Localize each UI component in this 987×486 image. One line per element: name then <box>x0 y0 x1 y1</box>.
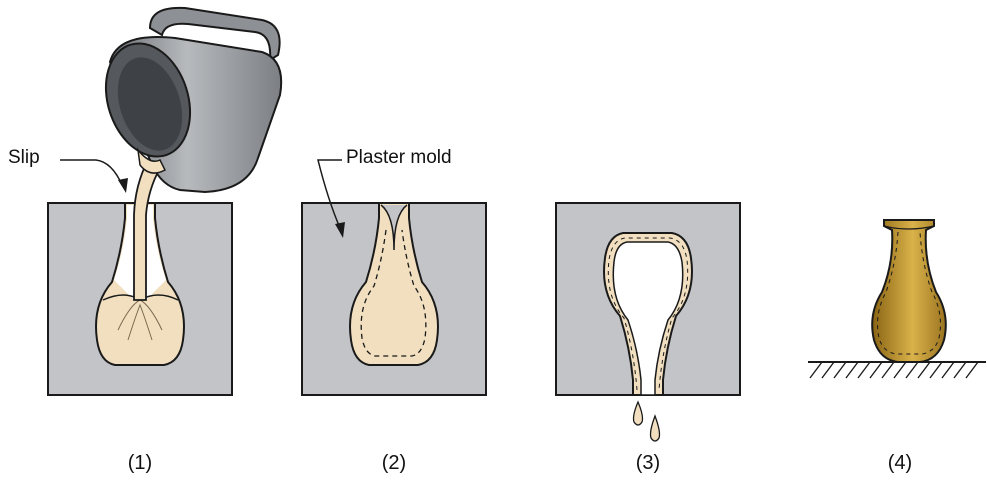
step-4-finished <box>808 219 986 379</box>
vase-rim-line <box>883 225 935 230</box>
slip-leader-arrow <box>118 178 128 193</box>
pitcher <box>104 6 283 194</box>
ground-hatching <box>809 361 979 379</box>
step-3-draining <box>555 202 741 442</box>
step-2-filled <box>301 159 487 396</box>
slip-leader-line <box>60 159 123 186</box>
plaster-mold-leader-line <box>317 159 342 229</box>
pitcher-slip-lip <box>136 147 166 174</box>
wall-thickness-dashed-3 <box>607 237 689 391</box>
slip-label: Slip <box>8 147 40 168</box>
slip-drip-2 <box>649 414 661 442</box>
step-label-1: (1) <box>127 452 153 474</box>
slip-drip-1 <box>632 400 644 426</box>
vase-dashed-inner <box>877 231 941 355</box>
hollow-interior-3 <box>612 241 684 396</box>
slip-stream <box>133 158 162 301</box>
step-label-3: (3) <box>635 452 661 474</box>
step-1-pouring <box>47 6 283 396</box>
mold-cavity-2 <box>349 202 439 366</box>
plaster-mold-leader-arrow <box>335 222 345 238</box>
finished-vase <box>871 219 947 363</box>
step-label-2: (2) <box>381 452 407 474</box>
pitcher-inside <box>117 57 183 151</box>
plaster-mold-label: Plaster mold <box>346 147 452 168</box>
wall-thickness-dashed-2 <box>360 229 427 357</box>
slip-top-meniscus <box>380 204 408 251</box>
step-label-4: (4) <box>887 452 913 474</box>
